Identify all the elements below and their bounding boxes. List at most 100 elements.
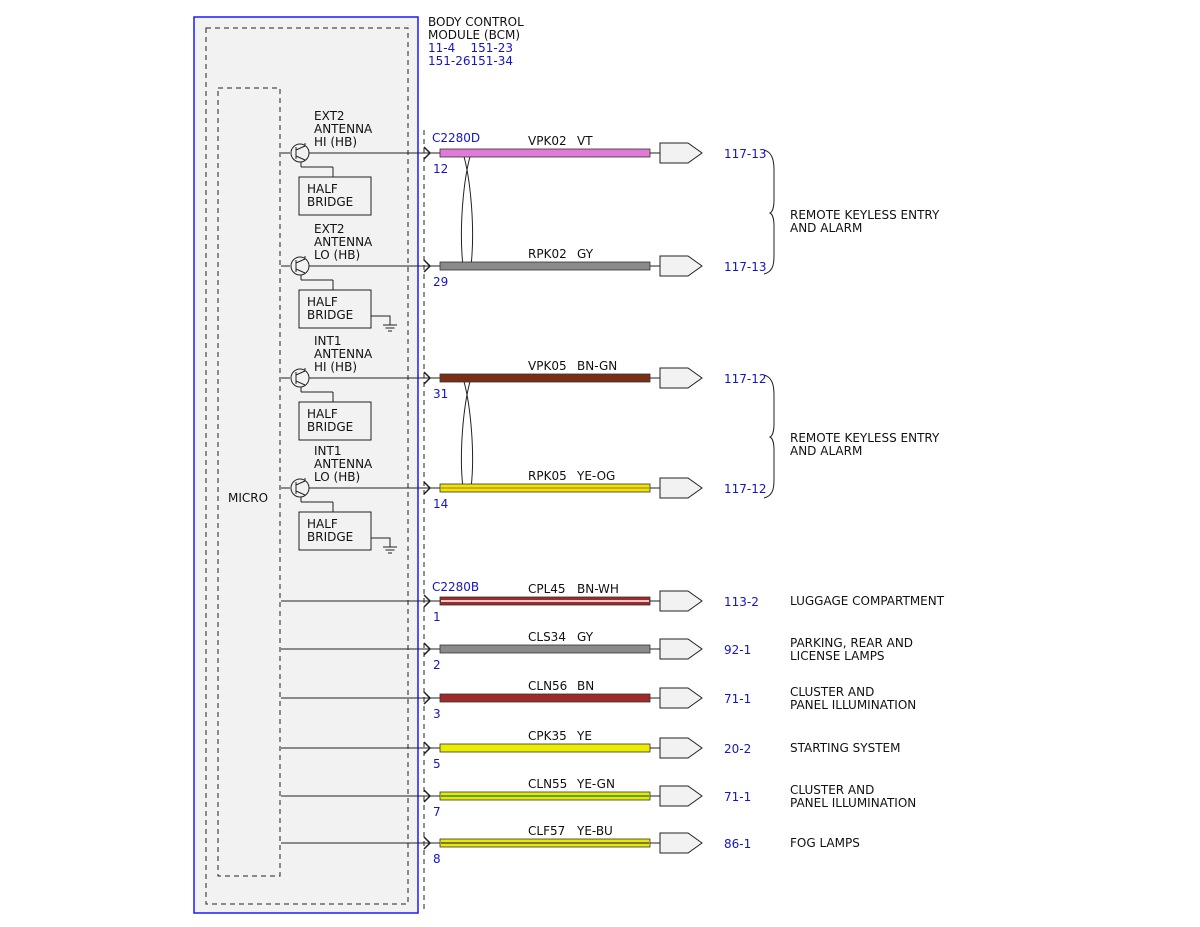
circuit-id: CPK35 <box>528 729 567 743</box>
wire-color-code: VT <box>577 134 593 148</box>
half-bridge-label-2: BRIDGE <box>307 195 353 209</box>
connector-pin-icon <box>406 481 440 495</box>
half-bridge-box <box>298 401 372 441</box>
antenna-driver-ext2-hi: EXT2 ANTENNA HI (HB) HALF BRIDGE <box>298 109 373 216</box>
destination-label: LUGGAGE COMPARTMENT <box>790 594 945 608</box>
destination-label: PARKING, REAR AND <box>790 636 913 650</box>
circuit-id: VPK02 <box>528 134 567 148</box>
transistor-icon <box>281 478 422 554</box>
connector-pin-icon <box>406 642 440 656</box>
half-bridge-label-2: BRIDGE <box>307 420 353 434</box>
driver-label-1: EXT2 <box>314 222 345 236</box>
wire-color-code: YE-GN <box>576 777 615 791</box>
wire <box>439 791 651 801</box>
circuit-id: CLN56 <box>528 679 567 693</box>
page-reference: 113-2 <box>724 595 759 609</box>
page-reference: 71-1 <box>724 692 751 706</box>
wire <box>439 261 651 271</box>
wire-color-code: BN-GN <box>577 359 617 373</box>
micro-block <box>217 87 281 877</box>
connector-pin-icon <box>406 741 440 755</box>
circuit-id: CPL45 <box>528 582 566 596</box>
connector-pin-icon <box>406 259 440 273</box>
connector-pin-icon <box>406 836 440 850</box>
page-reference: 71-1 <box>724 790 751 804</box>
half-bridge-box <box>298 511 372 551</box>
circuit-id: CLF57 <box>528 824 565 838</box>
pin-number: 8 <box>433 852 441 866</box>
circuit-row: 1 CPL45 BN-WH 113-2 LUGGAGE COMPARTMENT <box>281 582 945 624</box>
pin-number: 1 <box>433 610 441 624</box>
ground-icon <box>371 315 397 332</box>
wire-continuation-icon <box>659 590 703 612</box>
driver-label-2: ANTENNA <box>314 347 373 361</box>
group-brace <box>763 149 775 275</box>
wire-continuation-icon <box>659 737 703 759</box>
connector-pin-icon <box>406 594 440 608</box>
wire-color-code: YE <box>576 729 592 743</box>
wire <box>439 483 651 493</box>
half-bridge-box <box>298 289 372 329</box>
wire <box>439 148 651 158</box>
destination-label: CLUSTER AND <box>790 685 874 699</box>
wire-continuation-icon <box>659 687 703 709</box>
wire <box>439 373 651 383</box>
pin-number: 2 <box>433 658 441 672</box>
destination-label: CLUSTER AND <box>790 783 874 797</box>
pin-number: 14 <box>433 497 448 511</box>
half-bridge-label-2: BRIDGE <box>307 308 353 322</box>
connector-pin-icon <box>406 371 440 385</box>
driver-label-1: INT1 <box>314 334 341 348</box>
wire-continuation-icon <box>659 638 703 660</box>
circuit-id: CLN55 <box>528 777 567 791</box>
group-label-line1: REMOTE KEYLESS ENTRY <box>790 431 940 445</box>
connector-pin-icon <box>406 691 440 705</box>
wire-color-code: YE-OG <box>576 469 615 483</box>
page-reference: 86-1 <box>724 837 751 851</box>
half-bridge-box <box>298 176 372 216</box>
connector-pin-icon <box>406 789 440 803</box>
circuit-row: 8 CLF57 YE-BU 86-1 FOG LAMPS <box>281 824 860 866</box>
driver-transistors <box>281 143 422 554</box>
group-label-line1: REMOTE KEYLESS ENTRY <box>790 208 940 222</box>
page-reference: 117-13 <box>724 147 767 161</box>
micro-label: MICRO <box>228 491 268 505</box>
driver-label-2: ANTENNA <box>314 457 373 471</box>
wire <box>439 838 651 848</box>
page-reference: 117-12 <box>724 372 767 386</box>
wire-continuation-icon <box>659 142 703 164</box>
wire-color-code: YE-BU <box>576 824 613 838</box>
circuit-id: CLS34 <box>528 630 566 644</box>
wire-color-code: BN <box>577 679 594 693</box>
module-ref-line2: 151-26151-34 <box>428 54 513 68</box>
destination-label-line2: LICENSE LAMPS <box>790 649 885 663</box>
group-label-line2: AND ALARM <box>790 444 862 458</box>
page-reference: 92-1 <box>724 643 751 657</box>
wire-color-code: BN-WH <box>577 582 619 596</box>
driver-label-3: HI (HB) <box>314 135 357 149</box>
half-bridge-label-1: HALF <box>307 517 338 531</box>
ground-icon <box>371 537 397 554</box>
destination-label: FOG LAMPS <box>790 836 860 850</box>
driver-label-3: HI (HB) <box>314 360 357 374</box>
antenna-driver-ext2-lo: EXT2 ANTENNA LO (HB) HALF BRIDGE <box>298 222 373 329</box>
pin-number: 31 <box>433 387 448 401</box>
page-reference: 20-2 <box>724 742 751 756</box>
pin-number: 12 <box>433 162 448 176</box>
destination-label-line2: PANEL ILLUMINATION <box>790 698 916 712</box>
driver-label-2: ANTENNA <box>314 235 373 249</box>
pin-number: 7 <box>433 805 441 819</box>
module-title-line2: MODULE (BCM) <box>428 28 520 42</box>
pin-number: 3 <box>433 707 441 721</box>
half-bridge-label-1: HALF <box>307 295 338 309</box>
wire <box>439 644 651 654</box>
destination-label: STARTING SYSTEM <box>790 741 900 755</box>
bcm-outline <box>193 16 419 914</box>
driver-label-3: LO (HB) <box>314 248 360 262</box>
